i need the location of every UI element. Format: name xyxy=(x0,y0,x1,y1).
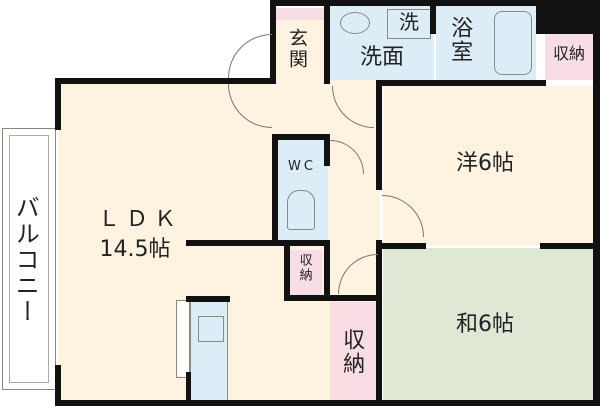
storage-small-label: 収納 xyxy=(296,253,312,283)
kitchen-sink-icon xyxy=(198,316,224,342)
storage-small xyxy=(290,250,322,296)
washer-label: 洗 xyxy=(399,10,419,34)
wall xyxy=(376,80,546,86)
wall xyxy=(186,372,191,404)
ldk-name: ＬＤＫ xyxy=(97,207,182,232)
door-entrance[interactable] xyxy=(228,34,272,78)
wall xyxy=(324,134,330,166)
wall xyxy=(270,0,276,84)
wall xyxy=(284,244,290,300)
fridge-space xyxy=(176,300,190,378)
wall xyxy=(376,243,426,249)
wall xyxy=(430,0,436,34)
japanese-room xyxy=(383,248,593,404)
wall xyxy=(284,295,380,301)
wall xyxy=(540,243,596,249)
sink-icon xyxy=(340,12,370,34)
wall xyxy=(272,134,278,244)
storage-large-label: 収納 xyxy=(339,328,365,376)
wall xyxy=(272,134,330,140)
washroom-label: 洗面 xyxy=(359,45,404,70)
balcony-label: バルコニー xyxy=(11,195,40,325)
bathroom xyxy=(436,6,536,80)
balcony xyxy=(2,128,56,390)
storage-top-right-label: 収納 xyxy=(552,44,585,63)
wall xyxy=(55,78,275,84)
western-room-label: 洋6帖 xyxy=(456,151,514,176)
wall xyxy=(186,240,330,246)
bathtub-icon xyxy=(494,11,532,75)
japanese-room-label: 和6帖 xyxy=(456,312,514,337)
entrance xyxy=(276,8,324,80)
wall xyxy=(55,78,61,130)
wall xyxy=(324,0,330,84)
toilet-room xyxy=(276,140,328,242)
wall xyxy=(55,365,61,405)
wall xyxy=(324,244,330,300)
bath-label: 浴室 xyxy=(447,16,473,64)
storage-large xyxy=(330,302,380,404)
toilet-label: WC xyxy=(288,159,316,174)
wall xyxy=(186,296,230,302)
toilet-icon xyxy=(287,190,315,230)
entrance-label: 玄関 xyxy=(285,28,308,70)
ldk-size: 14.5帖 xyxy=(99,237,171,262)
kitchen-counter xyxy=(190,300,228,404)
storage-top-right xyxy=(545,34,593,80)
wall xyxy=(593,0,600,406)
wall xyxy=(376,80,382,190)
wall xyxy=(536,0,600,34)
wall xyxy=(376,240,382,406)
wall xyxy=(55,400,600,406)
